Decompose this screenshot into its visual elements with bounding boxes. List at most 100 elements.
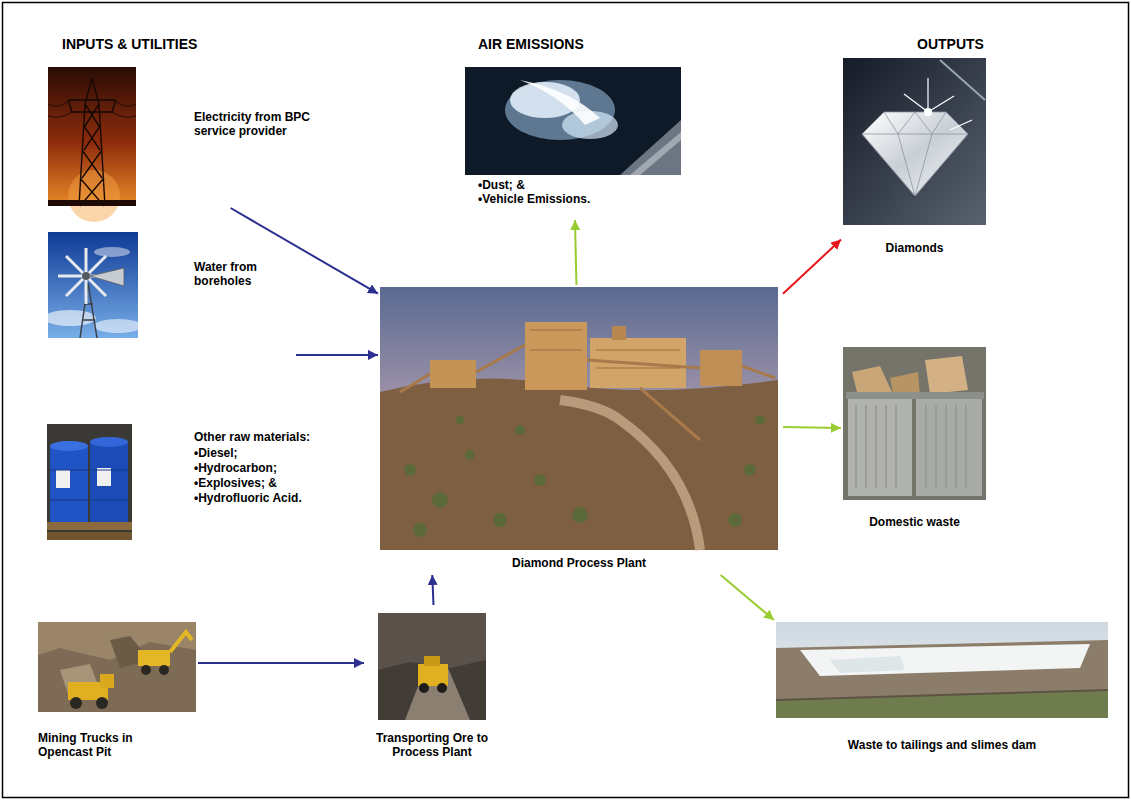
flow-arrow <box>783 240 841 294</box>
process-plant-photo-part-part <box>404 464 416 476</box>
caption-text: •Vehicle Emissions. <box>478 192 678 206</box>
process-plant-photo-part-part <box>515 425 525 435</box>
mining-pit-photo-part <box>141 665 151 675</box>
windmill-photo-part-part <box>85 276 88 304</box>
drums-photo-part <box>56 470 70 488</box>
pylon-photo-part <box>48 101 136 117</box>
mining-step: Transporting Ore to Process Plant <box>364 605 503 765</box>
haul-road-photo <box>378 613 486 720</box>
caption-text: Water from boreholes <box>194 260 279 288</box>
drums-photo-part <box>97 468 111 486</box>
process-plant-photo-part <box>612 326 626 340</box>
output-item: Diamonds <box>841 56 991 260</box>
caption-text: Diamonds <box>841 241 988 255</box>
mining-pit-photo-part <box>38 622 196 712</box>
process-plant-photo-part <box>404 415 765 537</box>
caption-text: •Dust; & <box>478 178 678 192</box>
process-plant-photo-part <box>700 350 742 386</box>
caption-text: •Hydrocarbon; <box>194 461 328 475</box>
diamond-photo-part <box>904 78 972 130</box>
haul-road-photo-part <box>424 656 440 666</box>
process-plant-photo-part-part <box>493 513 507 527</box>
mining-pit-photo-part <box>159 665 169 675</box>
caption-text: Diamond Process Plant <box>378 556 780 570</box>
tailings-dam-photo-part <box>776 690 1108 700</box>
mining-pit-photo-part <box>96 697 108 709</box>
waste-bins-photo-part <box>852 366 892 396</box>
mining-step: Mining Trucks in Opencast Pit <box>36 620 198 772</box>
diamond-photo-part <box>924 108 932 116</box>
dust-photo-part <box>465 67 681 175</box>
caption-text: Mining Trucks in Opencast Pit <box>38 731 168 759</box>
mining-pit-photo-part <box>70 697 82 709</box>
waste-bins-photo-part <box>846 392 914 399</box>
process-plant-photo-part-part <box>534 474 546 486</box>
windmill-photo-part-part <box>66 256 86 276</box>
column-heading: AIR EMISSIONS <box>478 36 584 52</box>
windmill-photo-part <box>80 283 97 338</box>
waste-bins-photo-part <box>914 392 984 399</box>
tailings-dam-photo-part <box>776 640 1108 700</box>
tailings-dam-photo-part <box>776 690 1108 718</box>
output-item: Waste to tailings and slimes dam <box>774 620 1113 760</box>
process-plant-photo-part <box>560 400 700 550</box>
windmill-photo-part-part <box>85 248 88 276</box>
haul-road-photo-part <box>419 683 429 693</box>
tailings-dam-photo <box>776 622 1108 718</box>
mining-pit-photo-part <box>138 650 170 666</box>
mining-pit-photo-part <box>170 632 192 652</box>
drums-photo-part <box>47 424 132 540</box>
flow-arrow <box>432 575 433 605</box>
process-plant-photo-part-part <box>413 523 427 537</box>
waste-bins-photo-part <box>848 396 912 496</box>
column-heading: INPUTS & UTILITIES <box>62 36 197 52</box>
caption-text: •Diesel; <box>194 446 328 460</box>
caption-text: Other raw materials: <box>194 430 328 444</box>
waste-bins-photo-part <box>856 405 966 488</box>
diamond-photo-part <box>940 60 985 100</box>
caption-text: Domestic waste <box>841 515 988 529</box>
process-plant-photo-part <box>400 345 775 440</box>
windmill-photo-part <box>94 247 130 257</box>
input-item: Electricity from BPC service provider <box>46 65 327 208</box>
diamond-photo-part <box>862 112 968 196</box>
drums-photo-part <box>50 441 88 451</box>
frame-border <box>3 3 1129 798</box>
column-heading: OUTPUTS <box>917 36 984 52</box>
tailings-dam-photo-part <box>830 656 905 673</box>
process-plant-photo-part-part <box>744 464 756 476</box>
process-plant-photo <box>380 287 778 550</box>
drums-photo-part <box>47 532 132 540</box>
process-plant-photo-part-part <box>465 450 475 460</box>
process-plant-photo-part-part <box>432 492 448 508</box>
caption-text: Transporting Ore to Process Plant <box>364 731 500 759</box>
tailings-dam-photo-part <box>800 644 1090 676</box>
process-plant: Diamond Process Plant <box>378 285 783 575</box>
flow-arrow <box>783 426 841 429</box>
drums-photo-part <box>47 522 132 530</box>
windmill-photo <box>44 232 142 338</box>
flow-arrow <box>296 354 378 356</box>
input-item: Water from boreholes <box>46 230 296 362</box>
emission-item: •Dust; &•Vehicle Emissions. <box>463 65 683 220</box>
process-plant-photo-part-part <box>456 416 464 424</box>
process-plant-photo-part <box>525 322 587 390</box>
dust-photo-part <box>620 120 681 175</box>
windmill-photo-part-part <box>58 275 86 278</box>
dust-photo-part <box>630 132 681 175</box>
drums-photo-part <box>90 437 128 447</box>
diamond-photo-part <box>862 112 968 196</box>
input-item: Other raw materials: •Diesel;•Hydrocarbon… <box>45 422 331 544</box>
drums-photo <box>47 424 132 540</box>
drums-photo-part <box>50 446 88 522</box>
flow-arrow <box>198 662 364 664</box>
output-item: Domestic waste <box>841 345 991 535</box>
haul-road-photo-part <box>418 664 448 686</box>
haul-road-photo-part <box>437 683 447 693</box>
flow-arrow <box>575 220 576 285</box>
process-plant-photo-part <box>430 360 476 388</box>
waste-bins-photo <box>843 347 986 500</box>
